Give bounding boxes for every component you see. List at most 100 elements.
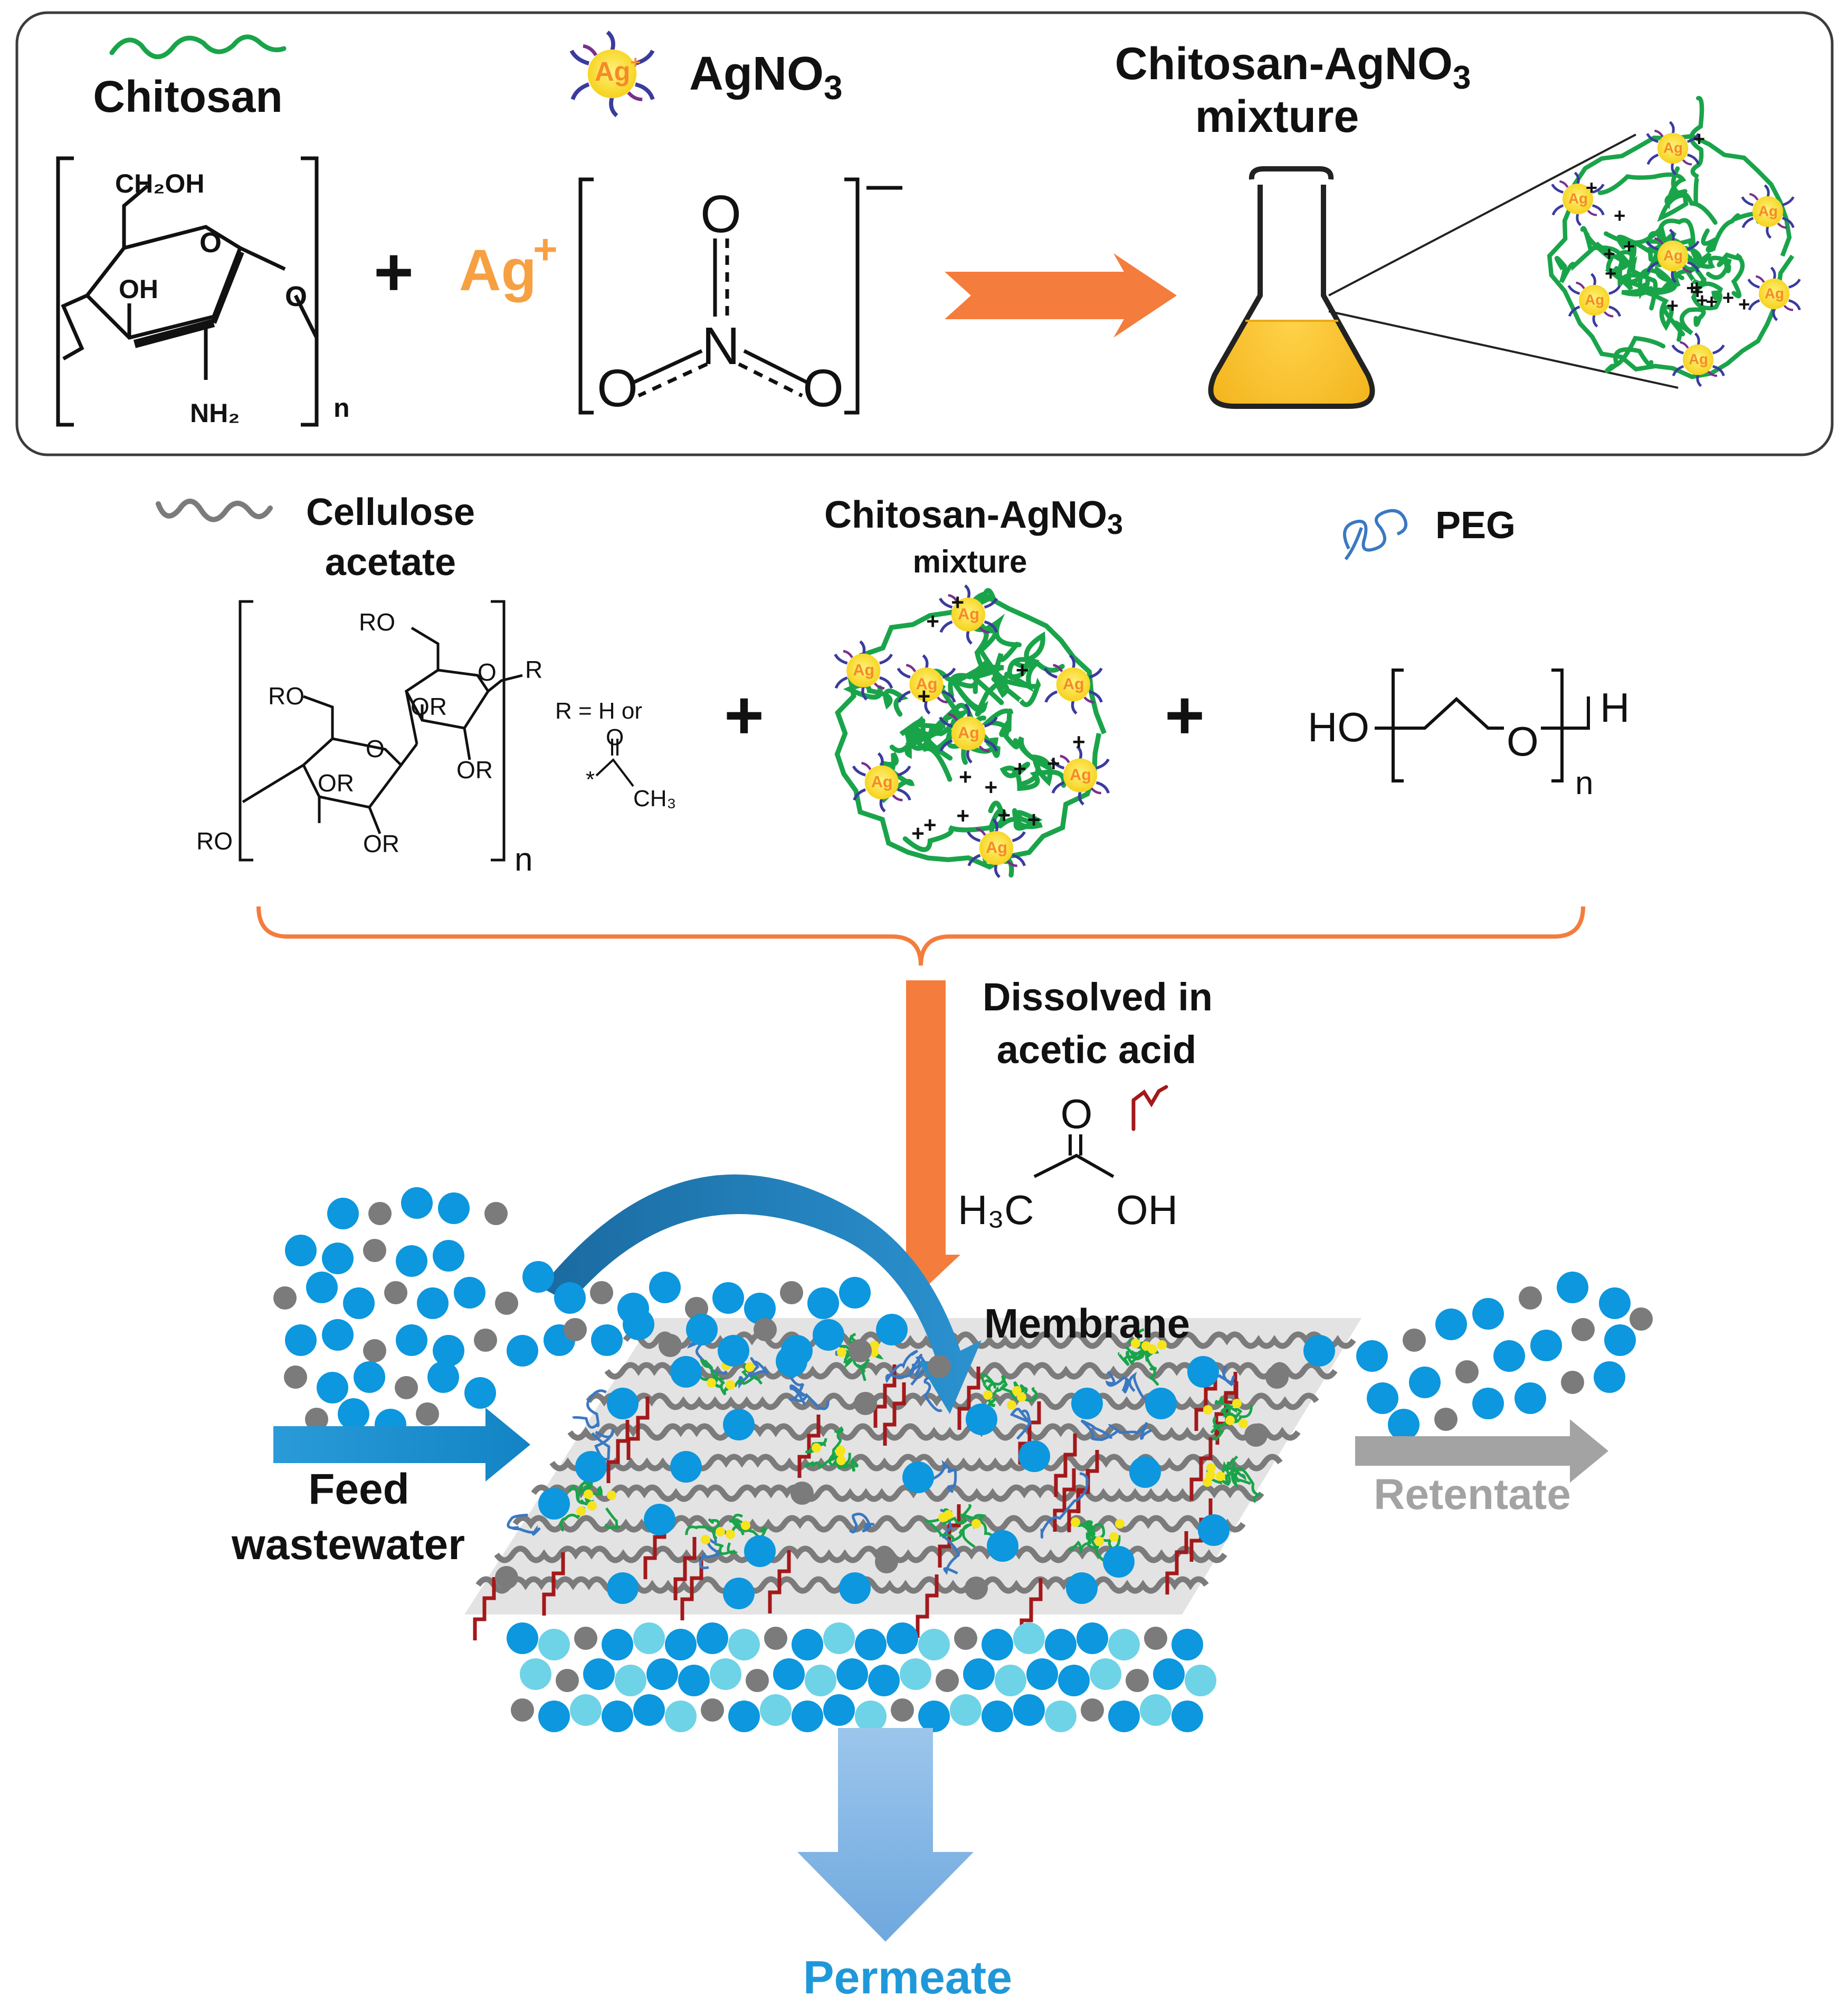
solute-particle [305,1408,328,1431]
acetic-acid-chain [873,1364,897,1428]
peg-coil-icon [1343,509,1408,560]
cluster-chain [1146,1358,1159,1386]
chitosan-chain [905,703,977,751]
water-particle [710,1658,741,1690]
svg-text:OR: OR [318,769,354,797]
cluster-ag [812,1443,821,1453]
solute-particle [1561,1371,1584,1394]
chitosan-chain [973,642,1020,699]
acetic-acid-chain [473,1577,496,1640]
water-particle [855,1629,887,1660]
solute-particle [1455,1360,1479,1383]
cluster-chain [1237,1467,1262,1503]
svg-text:O: O [285,281,307,312]
cluster-chain [605,1507,621,1530]
solute-particle [574,1627,597,1650]
acetic-acid-chain [916,1574,939,1638]
water-particle [602,1701,633,1732]
chitosan-chain [1580,226,1658,311]
feed-arrow [273,1408,530,1482]
acetic-acid-chain [1053,1468,1076,1532]
ag-particle: Ag [1045,655,1101,713]
chitosan-chain [1689,96,1704,205]
membrane-chitosan-cluster [1118,1328,1167,1386]
svg-text:Ag: Ag [459,238,537,303]
water-particle [538,1701,570,1732]
svg-text:OH: OH [1116,1187,1178,1233]
water-particle [1185,1665,1216,1696]
cluster-chain [841,1453,859,1472]
water-particle [813,1319,844,1351]
ag-particle: Ag [1742,185,1794,238]
water-particle [839,1277,871,1309]
cluster-chain [585,1485,603,1503]
acetic-acid-chain-icon [1131,1085,1168,1131]
chitosan-chain [1701,212,1762,253]
solute-particle [1144,1627,1167,1650]
water-particle [464,1377,496,1409]
cluster-ag [870,1341,879,1350]
cluster-ag [1012,1386,1022,1396]
water-particle [1594,1361,1625,1393]
solute-particle [936,1669,959,1692]
cluster-chain [984,1375,1008,1387]
cluster-chain [1223,1455,1239,1476]
ag-particle: Ag [940,586,997,644]
membrane-chitosan-cluster [1203,1395,1253,1441]
chitosan-chain [1621,255,1692,297]
water-particle [1557,1272,1588,1303]
water-particle [744,1535,776,1567]
water-particle [417,1287,449,1319]
solute-particle [1244,1424,1268,1447]
solute-particle [395,1376,418,1399]
cellulose-acetate-structure [239,600,523,862]
cellulose-label-1: Cellulose [306,491,475,533]
solute-particle [965,1577,988,1600]
cluster-ag [983,1390,993,1400]
svg-text:O: O [1507,718,1539,765]
water-particle [918,1701,950,1732]
water-particle [570,1694,602,1726]
solute-particle [416,1402,439,1426]
water-particle [1599,1287,1631,1319]
cluster-ag [745,1362,755,1372]
svg-text:Ag: Ag [1063,675,1084,693]
water-particle [1187,1356,1219,1388]
cluster-ag [836,1446,845,1455]
water-particle [583,1658,615,1690]
ag-particle: Ag [968,819,1025,877]
svg-text:OH: OH [119,274,158,304]
water-particle [792,1701,823,1732]
svg-text:Ag: Ag [1568,190,1588,206]
permeate-particles [507,1622,1216,1732]
cluster-ag [940,1512,949,1522]
svg-text:*: * [586,767,595,792]
water-particle [1108,1701,1140,1732]
acetic-acid-structure [1033,1134,1114,1178]
membrane-chitosan-cluster [685,1513,767,1555]
ag-particle: Ag [853,753,910,811]
acetic-acid-chain [797,1415,821,1478]
svg-text:Ag: Ag [986,838,1007,856]
positive-charge: + [1666,294,1678,317]
positive-charge: + [985,775,998,799]
membrane-label: Membrane [984,1300,1190,1346]
water-particle [776,1345,807,1377]
solute-particle [556,1669,579,1692]
water-particle [1171,1629,1203,1660]
peg-coil [699,1528,729,1570]
water-particle [823,1694,855,1726]
cluster-ag [971,1519,981,1529]
chitosan-chain [975,631,1045,717]
cluster-ag [701,1535,710,1544]
svg-text:Ag: Ag [871,773,893,791]
water-particle [327,1198,359,1229]
peg-coil [1009,1407,1032,1440]
solute-particle [495,1292,518,1315]
cluster-ag [587,1501,597,1511]
acetyl-bonds [595,739,634,787]
ag-particle: Ag [1552,173,1604,225]
positive-charge: + [1072,730,1085,755]
ag-particle: Ag [1749,268,1800,320]
solute-particle [363,1339,386,1362]
